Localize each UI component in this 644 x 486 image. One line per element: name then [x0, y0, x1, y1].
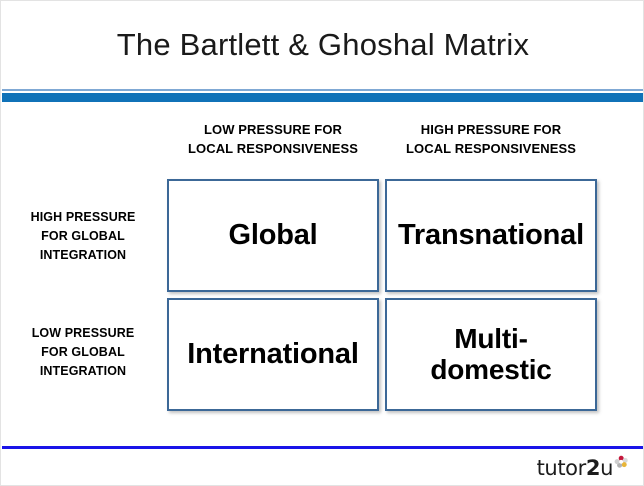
row-header-line-2: FOR GLOBAL: [41, 228, 125, 243]
row-header-line-1: HIGH PRESSURE: [30, 210, 136, 224]
matrix-cell-global[interactable]: Global: [167, 179, 379, 292]
column-header-low-pressure: LOW PRESSURE FOR LOCAL RESPONSIVENESS: [167, 121, 379, 159]
column-header-line-2: LOCAL RESPONSIVENESS: [187, 140, 359, 156]
matrix-cell-label-line-1: Multi-: [454, 322, 528, 354]
logo-text-plain: tutor: [536, 456, 587, 480]
row-header-low-global-integration: LOW PRESSURE FOR GLOBAL INTEGRATION: [7, 324, 159, 380]
flower-icon: [614, 455, 629, 470]
logo-wordmark: tutor2u: [536, 456, 614, 480]
matrix-cell-label: Multi- domestic: [430, 322, 552, 386]
matrix-cell-label: International: [187, 338, 359, 371]
title-area: The Bartlett & Ghoshal Matrix: [1, 1, 643, 89]
row-header-line-3: INTEGRATION: [39, 247, 127, 262]
row-header-line-2: FOR GLOBAL: [41, 344, 125, 359]
matrix-cell-label: Transnational: [398, 219, 584, 252]
header-rule-thick: [2, 93, 643, 102]
row-header-line-1: LOW PRESSURE: [31, 326, 135, 340]
matrix-cell-label-line-2: domestic: [430, 353, 552, 385]
header-rule-gap: [2, 91, 643, 93]
matrix-cell-transnational[interactable]: Transnational: [385, 179, 597, 292]
tutor2u-logo: tutor2u: [537, 453, 629, 479]
header-rule-thin: [2, 89, 643, 91]
matrix-cell-multi-domestic[interactable]: Multi- domestic: [385, 298, 597, 411]
column-header-high-pressure: HIGH PRESSURE FOR LOCAL RESPONSIVENESS: [385, 121, 597, 159]
column-header-line-2: LOCAL RESPONSIVENESS: [405, 140, 577, 156]
row-header-line-3: INTEGRATION: [39, 363, 127, 378]
page-title: The Bartlett & Ghoshal Matrix: [116, 26, 530, 62]
column-header-line-1: HIGH PRESSURE FOR: [420, 122, 562, 137]
matrix-cell-international[interactable]: International: [167, 298, 379, 411]
logo-text-tail: u: [600, 456, 613, 480]
column-header-line-1: LOW PRESSURE FOR: [203, 122, 343, 137]
footer-rule: [2, 446, 643, 449]
matrix-cell-label: Global: [228, 219, 318, 252]
logo-text-bold: 2: [585, 456, 601, 480]
row-header-high-global-integration: HIGH PRESSURE FOR GLOBAL INTEGRATION: [7, 208, 159, 264]
